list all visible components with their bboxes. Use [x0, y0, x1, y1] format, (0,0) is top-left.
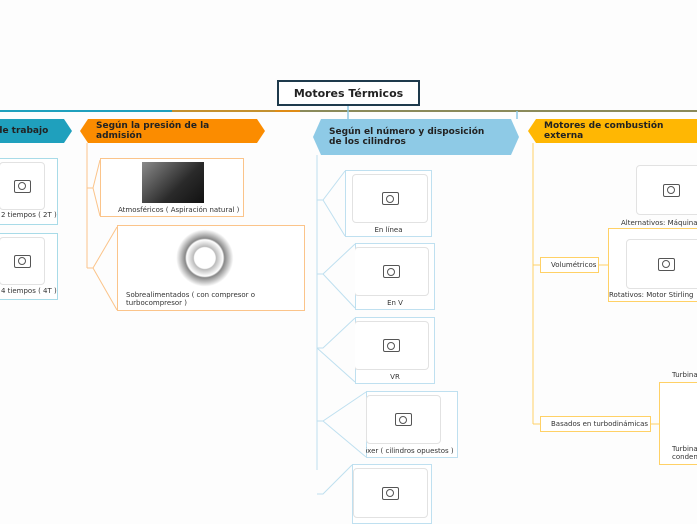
node-boxer[interactable]: Bóxer ( cilindros opuestos ) [366, 391, 458, 458]
camera-icon [13, 254, 31, 268]
node-turbodinamicas[interactable]: Basados en turbodinámicas [540, 416, 651, 432]
node-atmosfericos[interactable]: Atmosféricos ( Aspiración natural ) [100, 158, 244, 217]
node-label: En V [387, 299, 403, 307]
turbo-image [176, 229, 248, 287]
camera-icon [383, 265, 400, 278]
camera-icon [395, 413, 412, 426]
node-2t[interactable]: 2 tiempos ( 2T ) [0, 158, 58, 225]
node-label: 4 tiempos ( 4T ) [1, 287, 57, 295]
image-placeholder [0, 162, 45, 210]
node-label: Atmosféricos ( Aspiración natural ) [118, 206, 240, 214]
branch-title: de trabajo [0, 126, 49, 136]
image-placeholder [626, 239, 697, 289]
engine-image [142, 162, 204, 203]
node-en-v[interactable]: En V [355, 243, 435, 310]
image-placeholder [355, 321, 429, 370]
node-sobrealimentados[interactable]: Sobrealimentados ( con compresor o turbo… [117, 225, 305, 311]
image-placeholder [0, 237, 45, 285]
branch-presion-admision[interactable]: Según la presión de la admisión [80, 119, 265, 143]
node-label: Basados en turbodinámicas [551, 420, 649, 428]
camera-icon [381, 192, 399, 205]
camera-icon [657, 257, 675, 271]
node-label: En línea [374, 226, 403, 234]
branch-ciclo-trabajo[interactable]: de trabajo [0, 119, 72, 143]
image-placeholder [636, 165, 697, 215]
node-label: VR [390, 373, 400, 381]
camera-icon [13, 179, 31, 193]
branch-title: Según el número y disposición de los cil… [329, 127, 485, 147]
node-label: 2 tiempos ( 2T ) [1, 211, 57, 219]
node-en-linea[interactable]: En línea [345, 170, 432, 237]
image-placeholder [355, 247, 429, 296]
node-alternativos[interactable]: Alternativos: Máquinas [621, 219, 697, 227]
branch-title: Según la presión de la admisión [96, 121, 210, 141]
camera-icon [383, 339, 400, 352]
image-placeholder [366, 395, 441, 444]
node-label: Rotativos: Motor Stirling [609, 291, 694, 299]
node-label: Bóxer ( cilindros opuestos ) [358, 447, 454, 455]
node-cilindros-more[interactable] [352, 464, 432, 524]
root-title: Motores Térmicos [293, 86, 404, 100]
node-vr[interactable]: VR [355, 317, 435, 384]
node-label: Volumétricos [551, 261, 597, 269]
node-turbina[interactable]: Turbina [672, 371, 697, 379]
branch-cilindros[interactable]: Según el número y disposición de los cil… [313, 119, 519, 155]
node-label: Sobrealimentados ( con compresor o turbo… [126, 291, 256, 307]
image-placeholder [353, 468, 428, 518]
node-volumetricos[interactable]: Volumétricos [540, 257, 599, 273]
node-4t[interactable]: 4 tiempos ( 4T ) [0, 233, 58, 300]
node-rotativos[interactable]: Rotativos: Motor Stirling [608, 228, 697, 302]
image-placeholder [352, 174, 428, 223]
branch-title: Motores de combustión externa [544, 121, 664, 141]
node-turbina-condensacion[interactable]: Turbina condens [659, 382, 697, 465]
node-label: Turbina condens [672, 445, 697, 461]
branch-combustion-externa[interactable]: Motores de combustión externa [528, 119, 697, 143]
camera-icon [662, 183, 680, 197]
root-topic[interactable]: Motores Térmicos [277, 80, 420, 106]
camera-icon [382, 486, 399, 500]
